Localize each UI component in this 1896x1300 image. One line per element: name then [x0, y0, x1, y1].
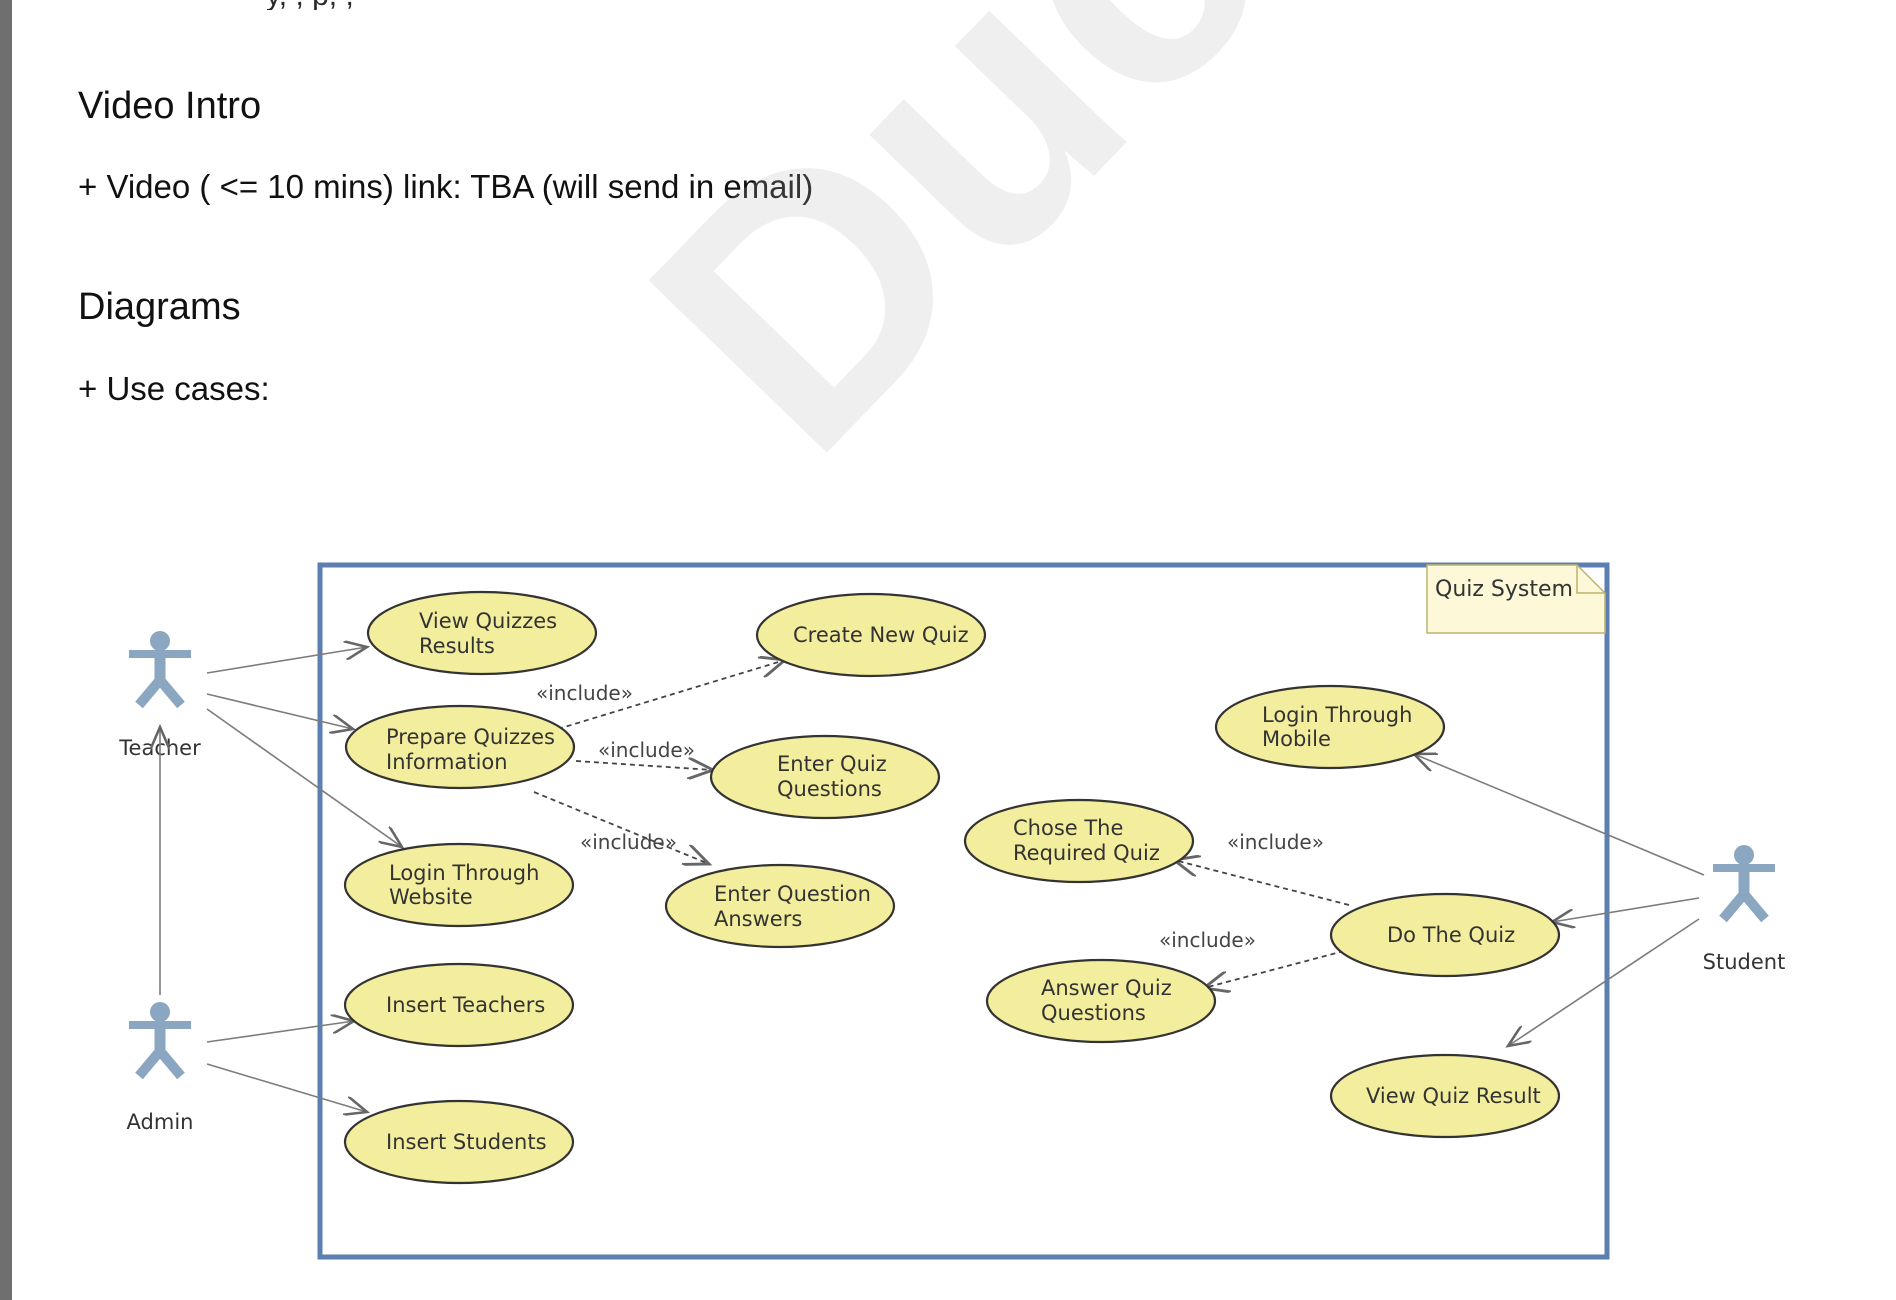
use-case-label-line: Answer Quiz	[1041, 976, 1172, 1000]
use-case-create-new-quiz: Create New Quiz	[755, 592, 987, 678]
diagrams-heading: Diagrams	[78, 286, 241, 328]
association-lines	[160, 647, 1705, 1112]
use-case-enter-question-answers: Enter Question Answers	[664, 863, 896, 949]
include-lines	[533, 660, 1350, 988]
use-case-do-the-quiz: Do The Quiz	[1329, 892, 1561, 978]
use-case-view-quizzes-results: View Quizzes Results	[366, 590, 598, 676]
use-case-label-line: Login Through	[1262, 703, 1412, 727]
video-link-text: + Video ( <= 10 mins) link: TBA (will se…	[78, 168, 814, 205]
include-label-enter-questions: «include»	[598, 738, 695, 762]
use-case-label-line: Required Quiz	[1013, 841, 1160, 865]
use-case-diagram: Quiz System Teacher Admin Stu	[118, 562, 1786, 1260]
include-label-answer-questions: «include»	[1159, 928, 1256, 952]
use-case-label-line: Answers	[714, 907, 802, 931]
video-intro-heading: Video Intro	[78, 85, 262, 127]
use-case-label-line: Enter Quiz	[777, 752, 887, 776]
use-case-label-line: Website	[389, 885, 473, 909]
watermark: Duc Quo	[572, 0, 1896, 629]
use-case-prepare-quizzes-information: Prepare Quizzes Information	[344, 704, 576, 790]
use-cases-text: + Use cases:	[78, 370, 270, 407]
system-note-label: Quiz System	[1435, 577, 1573, 602]
use-case-label-line: Insert Students	[386, 1130, 547, 1154]
use-case-label-line: Questions	[1041, 1001, 1146, 1025]
use-case-label-line: Information	[386, 750, 508, 774]
use-case-answer-quiz-questions: Answer Quiz Questions	[985, 958, 1217, 1044]
use-case-login-through-mobile: Login Through Mobile	[1214, 684, 1446, 770]
admin-actor: Admin	[127, 1002, 194, 1134]
use-case-label-line: View Quizzes	[419, 609, 557, 633]
use-case-view-quiz-result: View Quiz Result	[1329, 1053, 1561, 1139]
use-case-insert-students: Insert Students	[343, 1099, 575, 1185]
use-case-label-line: Mobile	[1262, 727, 1331, 751]
use-case-chose-required-quiz: Chose The Required Quiz	[963, 798, 1195, 884]
include-label-enter-answers: «include»	[580, 830, 677, 854]
use-case-label-line: View Quiz Result	[1366, 1084, 1541, 1108]
include-label-chose-quiz: «include»	[1227, 830, 1324, 854]
watermark-text: Duc Quo	[572, 0, 1896, 528]
document-page: y, , p, , Video Intro + Video ( <= 10 mi…	[12, 0, 1896, 1300]
student-actor: Student	[1703, 845, 1786, 974]
include-labels: «include» «include» «include» «include» …	[536, 681, 1324, 952]
use-case-label-line: Create New Quiz	[793, 623, 969, 647]
student-label: Student	[1703, 950, 1786, 974]
use-case-label-line: Results	[419, 634, 495, 658]
use-case-insert-teachers: Insert Teachers	[343, 962, 575, 1048]
use-case-label-line: Chose The	[1013, 816, 1123, 840]
admin-label: Admin	[127, 1110, 194, 1134]
use-case-enter-quiz-questions: Enter Quiz Questions	[709, 734, 941, 820]
include-label-create-quiz: «include»	[536, 681, 633, 705]
system-note: Quiz System	[1426, 564, 1606, 634]
use-case-label-line: Prepare Quizzes	[386, 725, 555, 749]
use-case-login-through-website: Login Through Website	[343, 842, 575, 928]
use-case-label-line: Login Through	[389, 861, 539, 885]
use-case-label-line: Insert Teachers	[386, 993, 545, 1017]
system-boundary	[317, 562, 1610, 1260]
previous-text-fragment: y, , p, ,	[266, 0, 1026, 10]
use-case-label-line: Enter Question	[714, 882, 871, 906]
use-case-label-line: Questions	[777, 777, 882, 801]
use-case-label-line: Do The Quiz	[1387, 923, 1515, 947]
